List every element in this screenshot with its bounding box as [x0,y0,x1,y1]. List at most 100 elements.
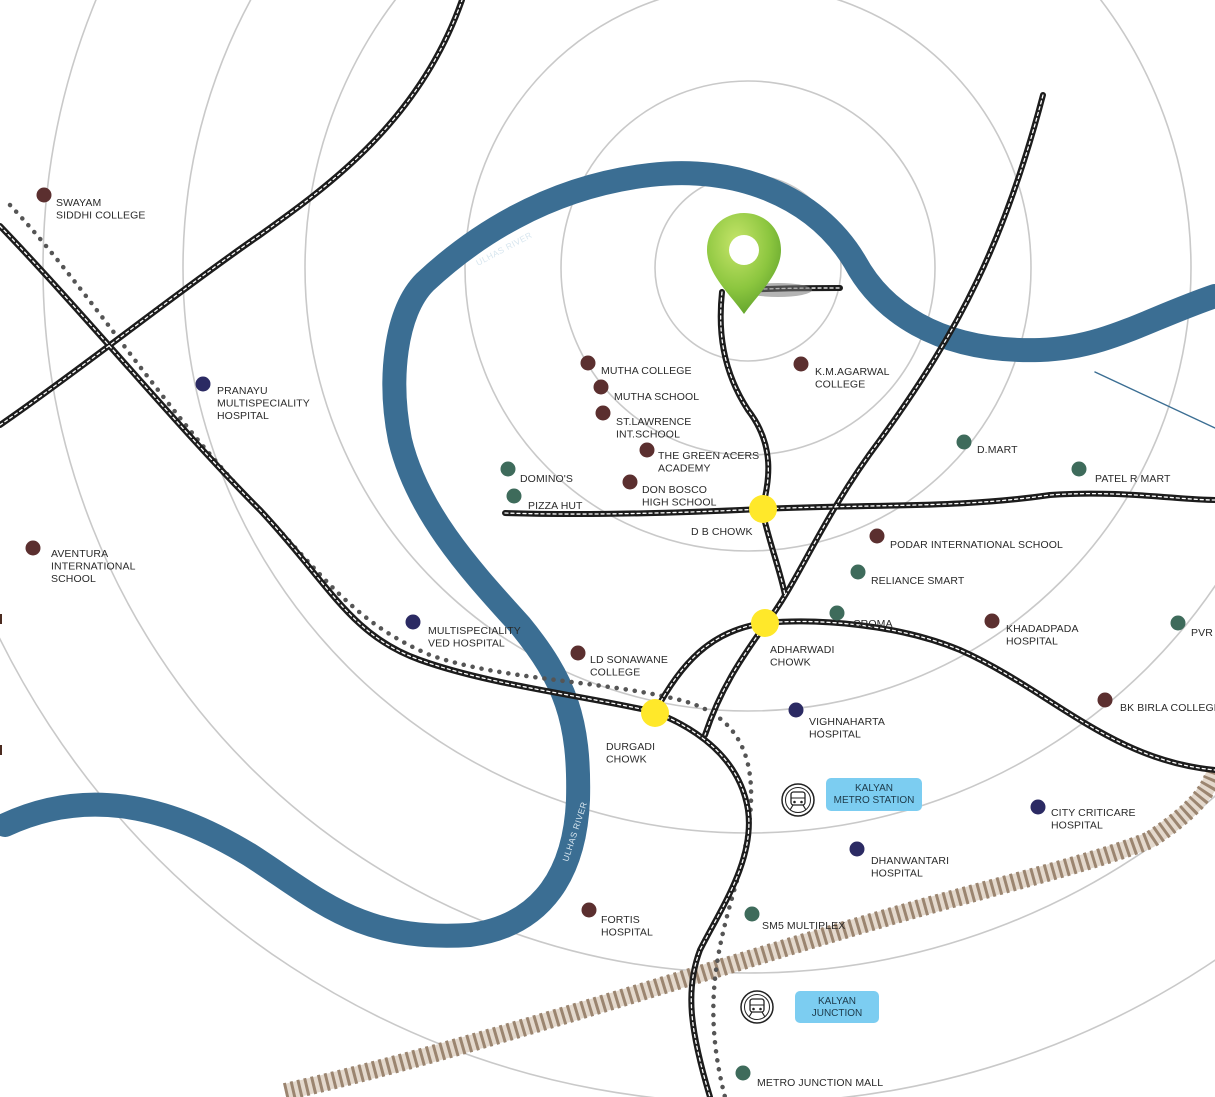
poi-podar-school[interactable]: PODAR INTERNATIONAL SCHOOL [869,528,1064,552]
poi-label-line: DON BOSCO [642,484,707,496]
chowk-label-line: CHOWK [606,754,647,766]
poi-sm5-multiplex[interactable]: SM5 MULTIPLEX [744,906,846,933]
distance-ring [560,80,936,456]
education-marker-icon [622,474,638,490]
poi-label-line: PATEL R MART [1095,473,1171,485]
healthcare-marker-icon [849,841,865,857]
education-marker-icon [793,356,809,372]
poi-pvr[interactable]: PVR [1170,615,1214,640]
railway-line [283,767,1215,1097]
metro-line [7,202,754,1097]
shopping_food-marker-icon [744,906,760,922]
poi-d-mart[interactable]: D.MART [956,434,1019,457]
poi-label-line: ST.LAWRENCE [616,416,691,428]
education-marker-icon [1097,692,1113,708]
education-marker-icon [639,442,655,458]
shopping_food-marker-icon [1170,615,1186,631]
poi-label-line: INTERNATIONAL [51,561,136,573]
poi-label-line: METRO JUNCTION MALL [757,1077,883,1089]
station-label-line: KALYAN [818,996,856,1007]
poi-label-line: CROMA [853,618,893,630]
healthcare-marker-icon [405,614,421,630]
metro-train-icon [781,783,815,817]
poi-label-line: CITY CRITICARE [1051,807,1136,819]
river-ulhas-north [0,161,1215,948]
project-location-pin[interactable] [707,213,812,314]
poi-mutha-college[interactable]: MUTHA COLLEGE [580,355,692,378]
poi-label-line: VED HOSPITAL [428,638,505,650]
education-marker-icon [25,540,41,556]
poi-label-line: SCHOOL [51,573,96,585]
education-marker-icon [595,405,611,421]
poi-bk-birla-college[interactable]: BK BIRLA COLLEGE [1097,692,1215,715]
poi-label-line: ACADEMY [658,463,711,475]
poi-metro-junction-mall[interactable]: METRO JUNCTION MALL [735,1065,884,1090]
shopping_food-marker-icon [850,564,866,580]
station-label-line: KALYAN [855,783,893,794]
poi-label-line: HOSPITAL [1051,820,1103,832]
chowk-label-line: D B CHOWK [691,526,753,538]
poi-label-line: MUTHA SCHOOL [614,391,699,403]
distance-ring [304,0,1192,712]
healthcare-marker-icon [1030,799,1046,815]
shopping_food-marker-icon [829,605,845,621]
station-label-line: JUNCTION [812,1008,863,1019]
chowk-label-line: DURGADI [606,741,655,753]
shopping_food-marker-icon [735,1065,751,1081]
shopping_food-marker-icon [506,488,522,504]
distance-ring [464,0,1032,552]
edge-tick [0,745,2,755]
poi-label-line: HOSPITAL [601,927,653,939]
chowk-marker-icon [749,495,777,523]
poi-pizza-hut[interactable]: PIZZA HUT [506,488,584,513]
poi-label-line: SWAYAM [56,197,101,209]
poi-croma[interactable]: CROMA [829,605,893,631]
railway-train-icon [740,990,774,1024]
poi-label-line: SM5 MULTIPLEX [762,920,845,932]
poi-label-line: MULTISPECIALITY [428,625,521,637]
poi-label-line: K.M.AGARWAL [815,366,890,378]
poi-reliance-smart[interactable]: RELIANCE SMART [850,564,965,588]
chowk-db-chowk[interactable]: D B CHOWK [691,495,777,538]
poi-patel-r-mart[interactable]: PATEL R MART [1071,461,1171,486]
poi-label-line: PRANAYU [217,385,268,397]
poi-label-line: HOSPITAL [1006,636,1058,648]
station-label-line: METRO STATION [834,795,915,806]
poi-label-line: RELIANCE SMART [871,575,965,587]
shopping_food-marker-icon [500,461,516,477]
poi-label-line: VIGHNAHARTA [809,716,885,728]
chowk-label-line: CHOWK [770,657,811,669]
poi-label-line: PVR [1191,627,1213,639]
poi-label-line: DOMINO'S [520,473,573,485]
shopping_food-marker-icon [1071,461,1087,477]
poi-label-line: MULTISPECIALITY [217,398,310,410]
poi-dominos[interactable]: DOMINO'S [500,461,573,486]
poi-mutha-school[interactable]: MUTHA SCHOOL [593,379,700,404]
education-marker-icon [984,613,1000,629]
river-tributary-line [1094,371,1215,429]
poi-label-line: MUTHA COLLEGE [601,365,692,377]
poi-label-line: THE GREEN ACERS [658,450,759,462]
education-marker-icon [581,902,597,918]
